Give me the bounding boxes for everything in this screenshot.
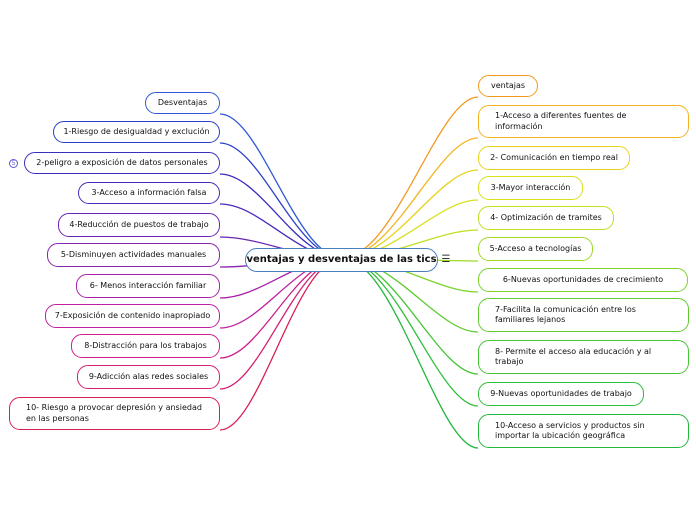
collapsed-count-badge[interactable]: 5 (9, 159, 18, 168)
central-topic[interactable]: ventajas y desventajas de las tics (245, 248, 438, 272)
desventaja-10[interactable]: 10- Riesgo a provocar depresión y ansied… (9, 397, 220, 430)
connector-branch-ventajas (341, 96, 479, 259)
topic-label: 9-Adicción alas redes sociales (88, 371, 209, 381)
ventaja-5[interactable]: 5-Acceso a tecnologías (478, 237, 593, 261)
desventaja-2[interactable]: 2-peligro a exposición de datos personal… (24, 152, 220, 174)
topic-label: 7-Facilita la comunicación entre los fam… (495, 304, 636, 325)
desventaja-4[interactable]: 4-Reducción de puestos de trabajo (58, 213, 220, 237)
topic-label: 4-Reducción de puestos de trabajo (69, 219, 209, 229)
ventaja-10[interactable]: 10-Acceso a servicios y productos sin im… (478, 414, 689, 448)
ventaja-9[interactable]: 9-Nuevas oportunidades de trabajo (478, 382, 644, 406)
ventaja-4[interactable]: 4- Optimización de tramites (478, 206, 614, 230)
topic-label: 5-Acceso a tecnologías (489, 243, 582, 253)
connector-ventaja-8 (341, 257, 479, 375)
central-topic-label: ventajas y desventajas de las tics (246, 253, 437, 265)
connector-branch-desventajas (219, 113, 343, 259)
topic-label: 1-Riesgo de desigualdad y exclución (63, 126, 210, 136)
topic-label: 8- Permite el acceso ala educación y al … (495, 346, 652, 367)
desventaja-6[interactable]: 6- Menos interacción familiar (76, 274, 220, 298)
ventaja-7[interactable]: 7-Facilita la comunicación entre los fam… (478, 298, 689, 332)
topic-label: 10- Riesgo a provocar depresión y ansied… (26, 403, 202, 423)
branch-ventajas[interactable]: ventajas (478, 75, 538, 97)
connector-desventaja-8 (219, 257, 343, 359)
topic-label: 5-Disminuyen actividades manuales (60, 249, 207, 259)
connector-ventaja-10 (341, 257, 479, 449)
connector-desventaja-1 (219, 142, 343, 259)
ventaja-2[interactable]: 2- Comunicación en tiempo real (478, 146, 630, 170)
connector-desventaja-2 (219, 173, 343, 259)
menu-icon[interactable]: ☰ (441, 254, 451, 265)
topic-label: 1-Acceso a diferentes fuentes de informa… (495, 111, 627, 131)
branch-label: Desventajas (157, 97, 208, 107)
ventaja-3[interactable]: 3-Mayor interacción (478, 176, 583, 200)
connector-ventaja-2 (341, 169, 479, 259)
ventaja-8[interactable]: 8- Permite el acceso ala educación y al … (478, 340, 689, 374)
topic-label: 9-Nuevas oportunidades de trabajo (490, 388, 632, 398)
branch-desventajas[interactable]: Desventajas (145, 92, 220, 114)
connector-ventaja-9 (341, 257, 479, 407)
topic-label: 4- Optimización de tramites (490, 212, 602, 222)
ventaja-6[interactable]: 6-Nuevas oportunidades de crecimiento (478, 268, 688, 292)
branch-label: ventajas (490, 80, 526, 90)
connector-ventaja-1 (341, 137, 479, 259)
topic-label: 7-Exposición de contenido inapropiado (54, 310, 211, 320)
desventaja-3[interactable]: 3-Acceso a información falsa (78, 182, 220, 204)
topic-label: 3-Acceso a información falsa (91, 187, 207, 197)
desventaja-7[interactable]: 7-Exposición de contenido inapropiado (45, 304, 220, 328)
topic-label: 2-peligro a exposición de datos personal… (36, 157, 208, 167)
desventaja-8[interactable]: 8-Distracción para los trabajos (71, 334, 220, 358)
topic-label: 2- Comunicación en tiempo real (490, 152, 618, 162)
topic-label: 8-Distracción para los trabajos (84, 340, 207, 350)
topic-label: 3-Mayor interacción (490, 182, 571, 192)
topic-label: 6- Menos interacción familiar (89, 280, 207, 290)
desventaja-9[interactable]: 9-Adicción alas redes sociales (77, 365, 220, 389)
topic-label: 6-Nuevas oportunidades de crecimiento (502, 274, 664, 284)
connector-desventaja-10 (219, 257, 343, 431)
ventaja-1[interactable]: 1-Acceso a diferentes fuentes de informa… (478, 105, 689, 138)
desventaja-1[interactable]: 1-Riesgo de desigualdad y exclución (53, 121, 220, 143)
topic-label: 10-Acceso a servicios y productos sin im… (495, 420, 645, 441)
desventaja-5[interactable]: 5-Disminuyen actividades manuales (47, 243, 220, 267)
